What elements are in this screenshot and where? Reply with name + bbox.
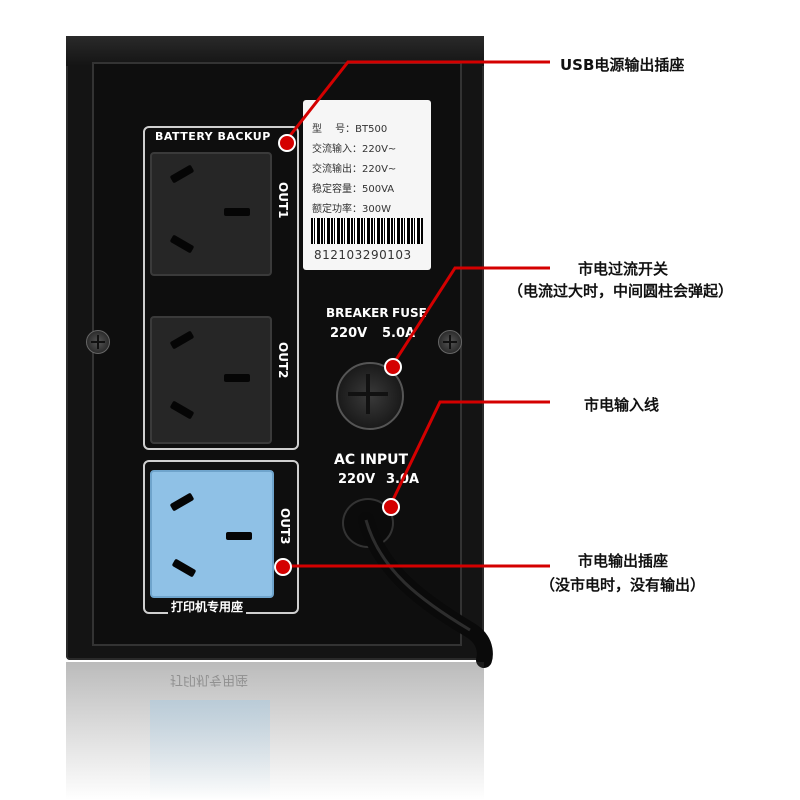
fuse-label: FUSE — [392, 306, 427, 320]
callout-usb-socket: USB电源输出插座 — [560, 56, 685, 74]
callout-mains-output-title: 市电输出插座 — [578, 552, 669, 570]
callout-dot — [382, 498, 400, 516]
callout-mains-output-note: （没市电时，没有输出） — [540, 576, 706, 594]
callout-mains-input: 市电输入线 — [584, 396, 660, 414]
sticker-ac-output: 交流输出：220V~ — [312, 164, 397, 175]
callout-dot — [384, 358, 402, 376]
battery-backup-frame — [143, 126, 299, 450]
socket-reflection — [150, 700, 270, 800]
callout-dot — [274, 558, 292, 576]
screw-icon — [438, 330, 462, 354]
breaker-knob-slot — [348, 392, 388, 396]
fuse-rating: 5.0A — [382, 326, 416, 341]
sticker-serial: 812103290103 — [314, 248, 412, 262]
socket-slot — [224, 374, 250, 382]
breaker-rating: 220V — [330, 326, 368, 341]
battery-backup-label: BATTERY BACKUP — [152, 130, 274, 143]
screw-icon — [86, 330, 110, 354]
printer-socket-label: 打印机专用座 — [168, 598, 247, 615]
sticker-capacity: 稳定容量：500VA — [312, 184, 395, 195]
callout-breaker-note: （电流过大时，中间圆柱会弹起） — [508, 282, 734, 300]
barcode — [311, 218, 423, 244]
floor-reflection — [66, 662, 484, 800]
out2-socket[interactable] — [150, 316, 272, 444]
sticker-power: 额定功率：300W — [312, 204, 391, 215]
breaker-label: BREAKER — [326, 306, 389, 320]
sticker-ac-input: 交流输入：220V~ — [312, 144, 397, 155]
ac-input-voltage: 220V — [338, 472, 376, 487]
callout-dot — [278, 134, 296, 152]
ac-input-label: AC INPUT — [334, 452, 409, 468]
socket-slot — [224, 208, 250, 216]
sticker-model: 型 号：BT500 — [312, 124, 388, 135]
callout-breaker-title: 市电过流开关 — [578, 260, 669, 278]
socket-slot — [226, 532, 252, 540]
out1-socket[interactable] — [150, 152, 272, 276]
out3-socket[interactable] — [150, 470, 274, 598]
